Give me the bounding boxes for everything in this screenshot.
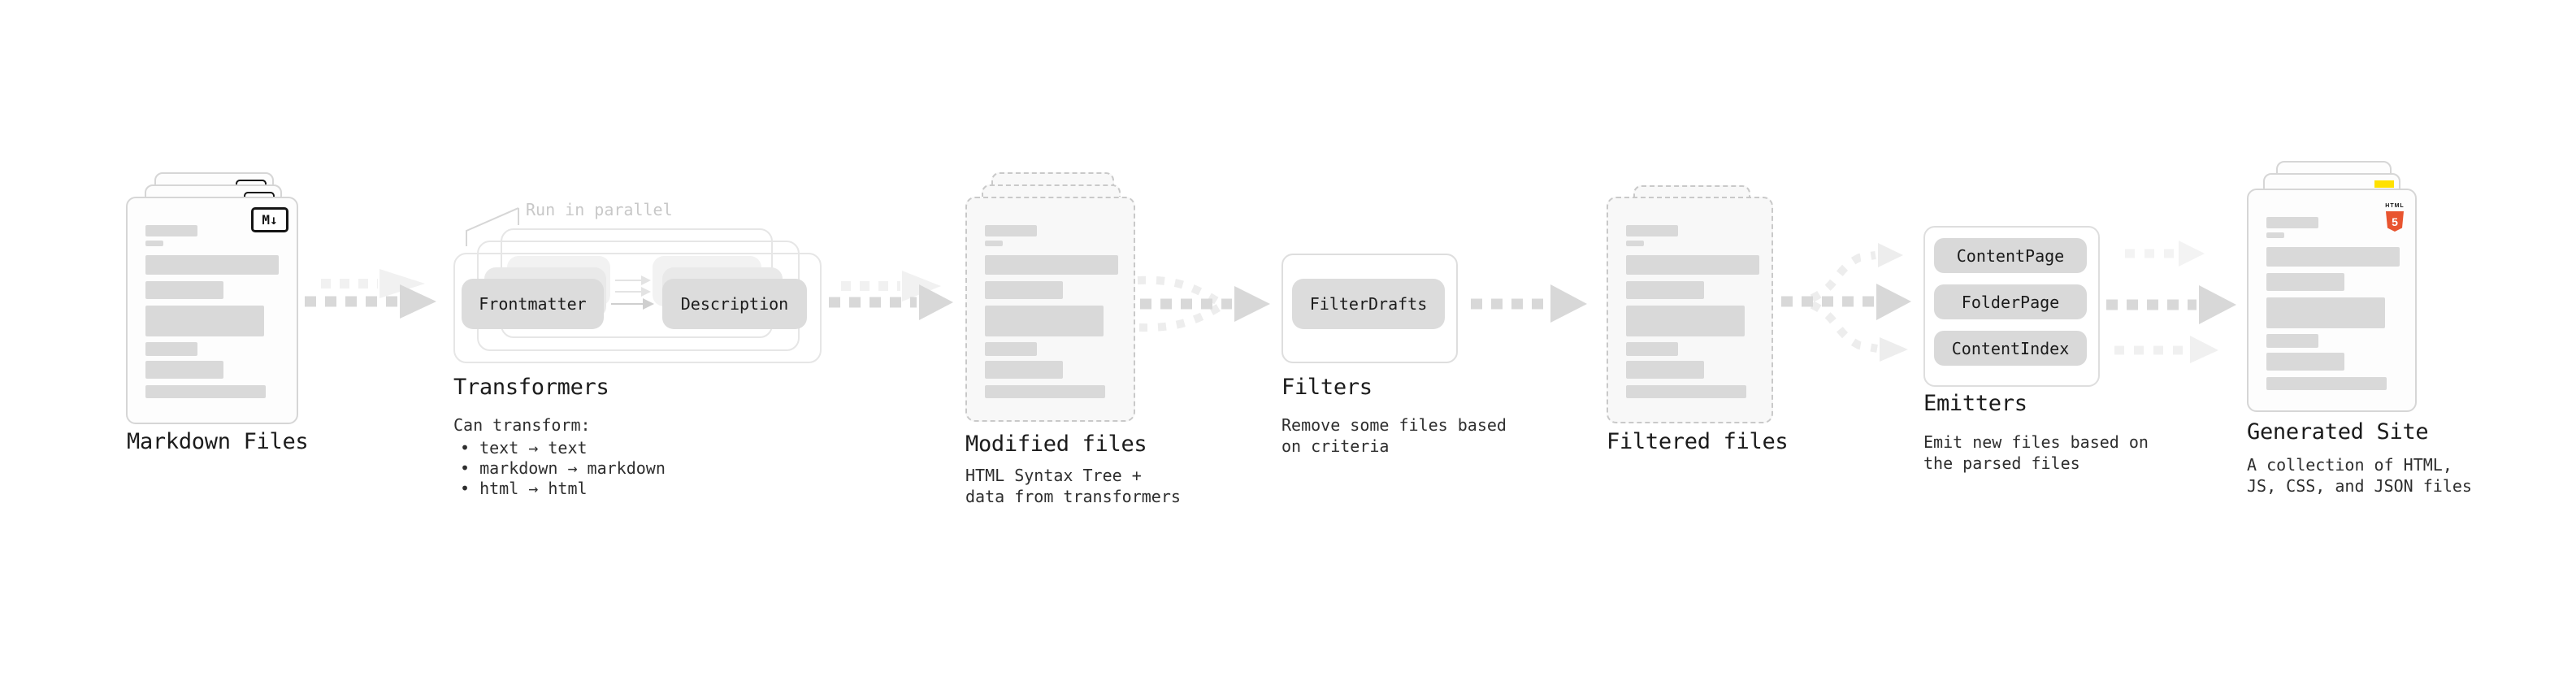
skeleton-line — [1626, 241, 1644, 246]
skeleton-line — [145, 361, 223, 379]
arrows-emitters-to-generated — [2106, 241, 2236, 363]
emitters-caption-line1: Emit new files based on — [1923, 432, 2149, 452]
generated-caption-line1: A collection of HTML, — [2247, 455, 2452, 475]
filter-node-filterdrafts: FilterDrafts — [1292, 279, 1445, 329]
skeleton-line — [985, 306, 1104, 336]
stage-label-filters: Filters — [1281, 375, 1373, 400]
arrow-transformers-to-modified — [829, 271, 953, 320]
skeleton-line — [985, 241, 1003, 246]
skeleton-line — [145, 281, 223, 299]
filters-caption-line1: Remove some files based — [1281, 415, 1507, 435]
transformers-bullet: • markdown → markdown — [460, 458, 666, 478]
file-card-front — [1607, 197, 1773, 423]
skeleton-line — [2266, 217, 2318, 228]
skeleton-line — [985, 342, 1037, 356]
skeleton-line — [1626, 385, 1746, 398]
arrow-markdown-to-transformers — [305, 269, 436, 319]
transformers-bullet: • text → text — [460, 438, 588, 458]
modified-caption-line1: HTML Syntax Tree + — [965, 466, 1142, 485]
file-card-front: M↓ — [126, 197, 298, 424]
skeleton-line — [2266, 334, 2318, 348]
modified-caption-line2: data from transformers — [965, 487, 1181, 506]
transformers-caption: Can transform: — [453, 415, 591, 435]
stage-label-markdown-files: Markdown Files — [127, 429, 309, 454]
skeleton-line — [1626, 255, 1759, 275]
arrow-filtered-to-emitters — [1781, 243, 1911, 362]
skeleton-line — [1626, 361, 1704, 379]
emitters-caption-line2: the parsed files — [1923, 453, 2080, 473]
skeleton-line — [985, 255, 1118, 275]
skeleton-line — [145, 225, 197, 236]
skeleton-line — [985, 385, 1105, 398]
transformer-group-outline-front — [453, 253, 822, 363]
arrow-modified-to-filters — [1137, 275, 1270, 332]
arrow-filters-to-filtered — [1471, 284, 1587, 323]
stage-label-filtered-files: Filtered files — [1607, 429, 1789, 454]
stage-label-modified-files: Modified files — [965, 432, 1147, 457]
skeleton-line — [985, 361, 1063, 379]
skeleton-line — [1626, 342, 1678, 356]
js-icon — [2374, 180, 2394, 188]
transformer-node-description: Description — [662, 279, 807, 329]
filters-caption-line2: on criteria — [1281, 436, 1390, 456]
emitter-node-contentpage: ContentPage — [1934, 238, 2087, 273]
file-card-front — [965, 197, 1135, 422]
emitter-node-contentindex: ContentIndex — [1934, 331, 2087, 366]
skeleton-line — [145, 385, 266, 398]
run-in-parallel-note: Run in parallel — [526, 200, 673, 219]
skeleton-line — [145, 255, 279, 275]
skeleton-line — [1626, 281, 1704, 299]
skeleton-line — [2266, 232, 2284, 238]
skeleton-line — [145, 241, 163, 246]
generated-caption-line2: JS, CSS, and JSON files — [2247, 476, 2472, 496]
file-card-html: HTML 5 — [2247, 189, 2417, 412]
skeleton-line — [2266, 247, 2400, 267]
html5-icon-caption: HTML — [2385, 203, 2405, 209]
skeleton-line — [2266, 353, 2344, 371]
markdown-icon: M↓ — [251, 207, 288, 232]
skeleton-line — [1626, 306, 1745, 336]
skeleton-line — [145, 306, 264, 336]
skeleton-line — [1626, 225, 1678, 236]
skeleton-line — [2266, 297, 2385, 328]
emitter-node-folderpage: FolderPage — [1934, 284, 2087, 319]
skeleton-line — [2266, 273, 2344, 291]
stage-label-generated-site: Generated Site — [2247, 419, 2429, 445]
transformers-bullet: • html → html — [460, 479, 588, 498]
transformer-node-frontmatter: Frontmatter — [462, 279, 604, 329]
html5-icon: HTML 5 — [2384, 195, 2405, 232]
stage-label-transformers: Transformers — [453, 375, 609, 400]
skeleton-line — [985, 225, 1037, 236]
skeleton-line — [2266, 377, 2387, 390]
skeleton-line — [985, 281, 1063, 299]
skeleton-line — [145, 342, 197, 356]
html5-icon-shield: 5 — [2386, 211, 2404, 232]
stage-label-emitters: Emitters — [1923, 391, 2027, 416]
